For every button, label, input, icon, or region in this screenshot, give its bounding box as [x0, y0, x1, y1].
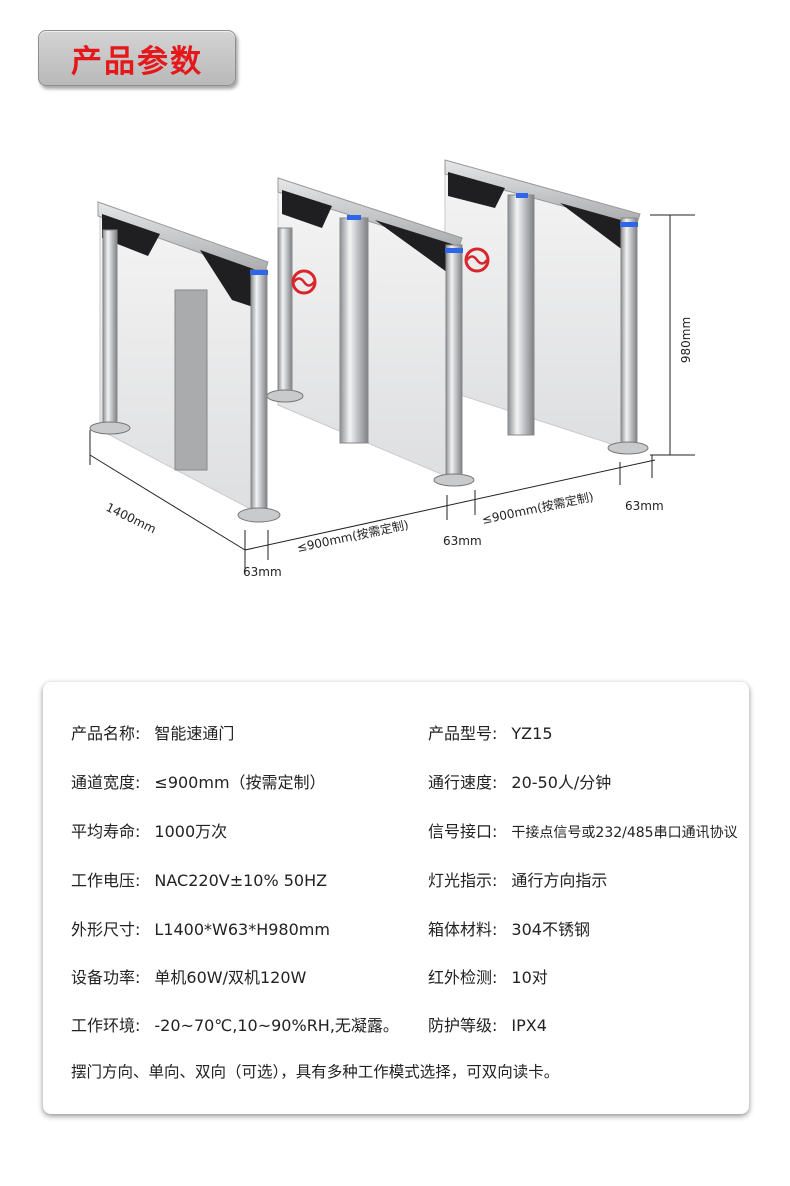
spec-card: 产品名称: 智能速通门 产品型号: YZ15 通道宽度: ≤900mm（按需定制） 通…: [43, 682, 749, 1114]
spec-speed: 通行速度: 20-50人/分钟: [428, 769, 611, 793]
company-logo-icon: [291, 247, 490, 295]
spec-light: 灯光指示: 通行方向指示: [428, 867, 607, 891]
spec-model: 产品型号: YZ15: [428, 720, 553, 744]
turnstile-back: [444, 159, 649, 455]
spec-value: L1400*W63*H980mm: [154, 920, 330, 939]
spec-label: 产品名称:: [71, 724, 141, 743]
dim-mid-post: 63mm: [443, 534, 482, 548]
spec-value: 1000万次: [154, 822, 228, 841]
dim-lane-front: ≤900mm(按需定制): [296, 517, 410, 555]
spec-label: 箱体材料:: [428, 920, 498, 939]
spec-label: 防护等级:: [428, 1016, 498, 1035]
dim-left-post: 63mm: [243, 565, 282, 579]
spec-label: 信号接口:: [428, 822, 498, 841]
spec-value: 10对: [511, 968, 548, 987]
spec-value: IPX4: [511, 1016, 547, 1035]
turnstile-front: [89, 201, 281, 523]
spec-value: YZ15: [511, 724, 553, 743]
spec-signal: 信号接口: 干接点信号或232/485串口通讯协议: [428, 818, 738, 842]
spec-size: 外形尺寸: L1400*W63*H980mm: [71, 916, 330, 940]
spec-voltage: 工作电压: NAC220V±10% 50HZ: [71, 867, 327, 891]
spec-value: ≤900mm（按需定制）: [154, 773, 326, 792]
spec-label: 平均寿命:: [71, 822, 141, 841]
dim-length: 1400mm: [104, 500, 159, 536]
spec-label: 工作环境:: [71, 1016, 141, 1035]
spec-label: 灯光指示:: [428, 871, 498, 890]
spec-environment: 工作环境: -20~70℃,10~90%RH,无凝露。: [71, 1012, 399, 1036]
spec-label: 通行速度:: [428, 773, 498, 792]
dim-right-post: 63mm: [625, 499, 664, 513]
spec-protection: 防护等级: IPX4: [428, 1012, 547, 1036]
spec-label: 产品型号:: [428, 724, 498, 743]
spec-power: 设备功率: 单机60W/双机120W: [71, 964, 306, 988]
spec-label: 外形尺寸:: [71, 920, 141, 939]
turnstile-middle: [266, 177, 490, 487]
page-title: 产品参数: [71, 43, 203, 80]
spec-label: 工作电压:: [71, 871, 141, 890]
turnstile-illustration: 980mm 1400mm 63mm ≤900mm(按需定制) 63mm ≤900…: [89, 159, 695, 579]
spec-value: 通行方向指示: [511, 871, 608, 890]
spec-value: 单机60W/双机120W: [154, 968, 307, 987]
spec-lane-width: 通道宽度: ≤900mm（按需定制）: [71, 769, 326, 793]
spec-material: 箱体材料: 304不锈钢: [428, 916, 590, 940]
spec-value: 20-50人/分钟: [511, 773, 612, 792]
spec-infrared: 红外检测: 10对: [428, 964, 548, 988]
spec-value: NAC220V±10% 50HZ: [154, 871, 328, 890]
spec-value: 干接点信号或232/485串口通讯协议: [511, 825, 738, 841]
spec-label: 通道宽度:: [71, 773, 141, 792]
spec-value: -20~70℃,10~90%RH,无凝露。: [154, 1016, 399, 1035]
spec-note: 摆门方向、单向、双向（可选），具有多种工作模式选择，可双向读卡。: [71, 1063, 560, 1081]
dim-height: 980mm: [679, 317, 693, 363]
spec-lifespan: 平均寿命: 1000万次: [71, 818, 227, 842]
spec-value: 智能速通门: [154, 724, 235, 743]
spec-name: 产品名称: 智能速通门: [71, 720, 234, 744]
dimension-lines: [89, 214, 695, 575]
title-badge: 产品参数: [38, 30, 236, 86]
spec-value: 304不锈钢: [511, 920, 590, 939]
spec-label: 红外检测:: [428, 968, 498, 987]
spec-label: 设备功率:: [71, 968, 141, 987]
